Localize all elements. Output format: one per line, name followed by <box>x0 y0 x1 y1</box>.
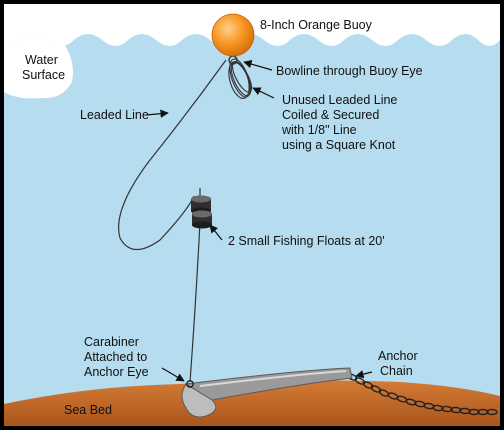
floats-label: 2 Small Fishing Floats at 20' <box>228 234 385 248</box>
arrow-bowline <box>243 60 273 71</box>
water-surface-bubble <box>4 34 73 99</box>
float-to-anchor-line <box>189 221 201 383</box>
water-surface-waves <box>4 4 500 46</box>
leaded-line <box>118 59 227 251</box>
orange-buoy <box>211 13 255 57</box>
water-body <box>4 4 500 426</box>
anchor-eye <box>186 380 194 388</box>
arrow-floats <box>209 224 223 241</box>
arrow-carabiner <box>161 367 185 382</box>
annotation-arrows <box>145 60 373 382</box>
leaded-line-label: Leaded Line <box>80 108 149 122</box>
bowline-label: Bowline through Buoy Eye <box>276 64 423 78</box>
fishing-floats <box>191 195 212 229</box>
arrow-leaded-line <box>145 109 169 118</box>
buoy-label: 8-Inch Orange Buoy <box>260 18 373 32</box>
arrow-anchor-chain <box>355 370 373 379</box>
water-surface-label: Water Surface <box>22 53 65 82</box>
carabiner-label: Carabiner Attached to Anchor Eye <box>84 335 151 379</box>
sea-bed-label: Sea Bed <box>64 403 112 417</box>
anchor-chain-label: Anchor Chain <box>378 349 421 378</box>
anchor <box>181 367 353 418</box>
unused-line-label: Unused Leaded Line Coiled & Secured with… <box>281 93 401 152</box>
arrow-unused-line <box>252 87 275 99</box>
coiled-line <box>228 58 253 99</box>
